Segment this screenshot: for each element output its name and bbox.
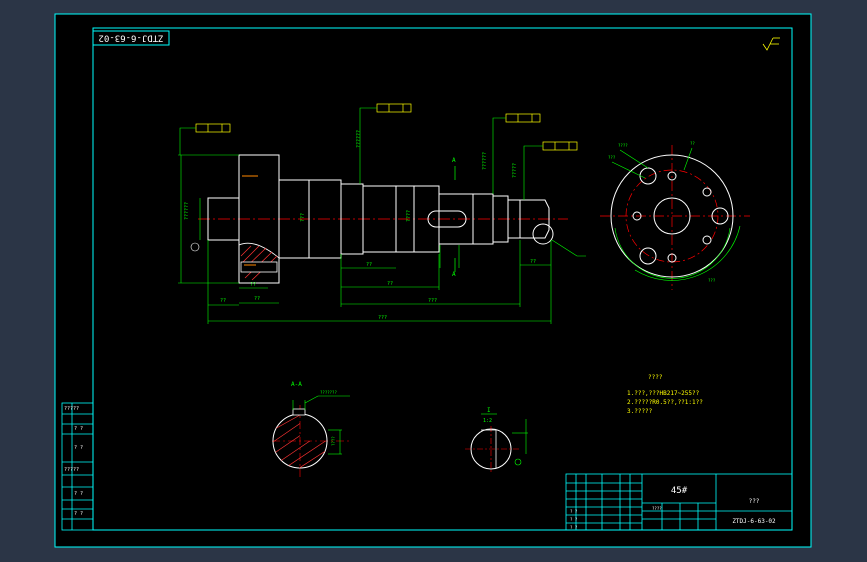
sidebar-cell-1: ????? (64, 406, 79, 412)
svg-text:????: ???? (406, 210, 412, 222)
notes-line-2: 2.?????R0.5??,??1:1?? (627, 399, 703, 406)
rotated-code-box: ZTDJ-6-63-02 (92, 30, 170, 46)
section-aa-view: A-A ??????? ???? (272, 381, 350, 477)
svg-text:??: ?? (387, 281, 393, 287)
svg-text:??????: ?????? (184, 202, 190, 220)
svg-text:???: ??? (300, 213, 306, 222)
sidebar-cell-5: ? ? (74, 491, 83, 497)
section-aa-label: A-A (291, 381, 302, 388)
notes-line-3: 3.????? (627, 408, 653, 415)
shaft-main-view: ??? ??? ?? ?? ?? ?? ?? ?? ?????? ??? ???… (178, 103, 586, 324)
part-name: ??? (749, 498, 760, 505)
flange-end-view: ???? ?? ??? ??? (600, 141, 750, 290)
detail-scale: 1:2 (483, 418, 492, 424)
svg-text:??????: ?????? (356, 130, 362, 148)
detail-circle (532, 223, 554, 245)
svg-text:??: ?? (366, 262, 372, 268)
rotated-drawing-code: ZTDJ-6-63-02 (98, 33, 163, 43)
notes-heading: ???? (648, 374, 663, 381)
svg-text:???????: ??????? (320, 390, 337, 395)
shaft-step-12 (507, 199, 521, 239)
general-roughness-mark (762, 37, 780, 51)
svg-text:????: ???? (618, 143, 628, 148)
svg-text:??: ?? (250, 282, 256, 288)
svg-text:??: ?? (254, 296, 260, 302)
tb-row-a: ? ? (570, 509, 578, 514)
svg-text:??: ?? (530, 259, 536, 265)
svg-text:???: ??? (608, 155, 616, 160)
shaft-end-chamfer (520, 199, 550, 239)
svg-text:????: ???? (331, 436, 336, 446)
keyway (427, 210, 467, 228)
tb-row-b: ? ? (570, 517, 578, 522)
drawing-border (92, 27, 793, 531)
sidebar-cell-3: ? ? (74, 445, 83, 451)
left-sidebar-table (61, 402, 94, 531)
drawing-code: ZTDJ-6-63-02 (732, 518, 776, 525)
sidebar-cell-2: ? ? (74, 426, 83, 432)
flange-partial-section (238, 242, 280, 284)
svg-text:???: ??? (428, 298, 437, 304)
detail-i-view: I 1:2 (465, 407, 528, 472)
title-block (565, 473, 793, 531)
drawing-sheet (54, 13, 812, 548)
technical-notes: ???? 1.???,???HB217~255?? 2.?????R0.5??,… (627, 374, 703, 415)
notes-line-1: 1.???,???HB217~255?? (627, 390, 700, 397)
svg-text:?????: ????? (512, 163, 518, 178)
svg-text:???: ??? (378, 315, 387, 321)
sidebar-cell-6: ? ? (74, 511, 83, 517)
svg-text:??????: ?????? (482, 152, 488, 170)
sidebar-cell-4: ????? (64, 467, 79, 473)
tb-row-c: ? ? (570, 525, 578, 530)
dimension-lines (178, 154, 552, 324)
tb-scale-ref: ???? (652, 506, 662, 511)
detail-label: I (487, 407, 491, 414)
section-marker-a-upper: A (452, 157, 456, 164)
material-label: 45# (671, 486, 688, 496)
svg-text:??: ?? (690, 141, 695, 146)
svg-text:???: ??? (708, 278, 716, 283)
svg-text:??: ?? (220, 298, 226, 304)
section-marker-a-lower: A (452, 271, 456, 278)
